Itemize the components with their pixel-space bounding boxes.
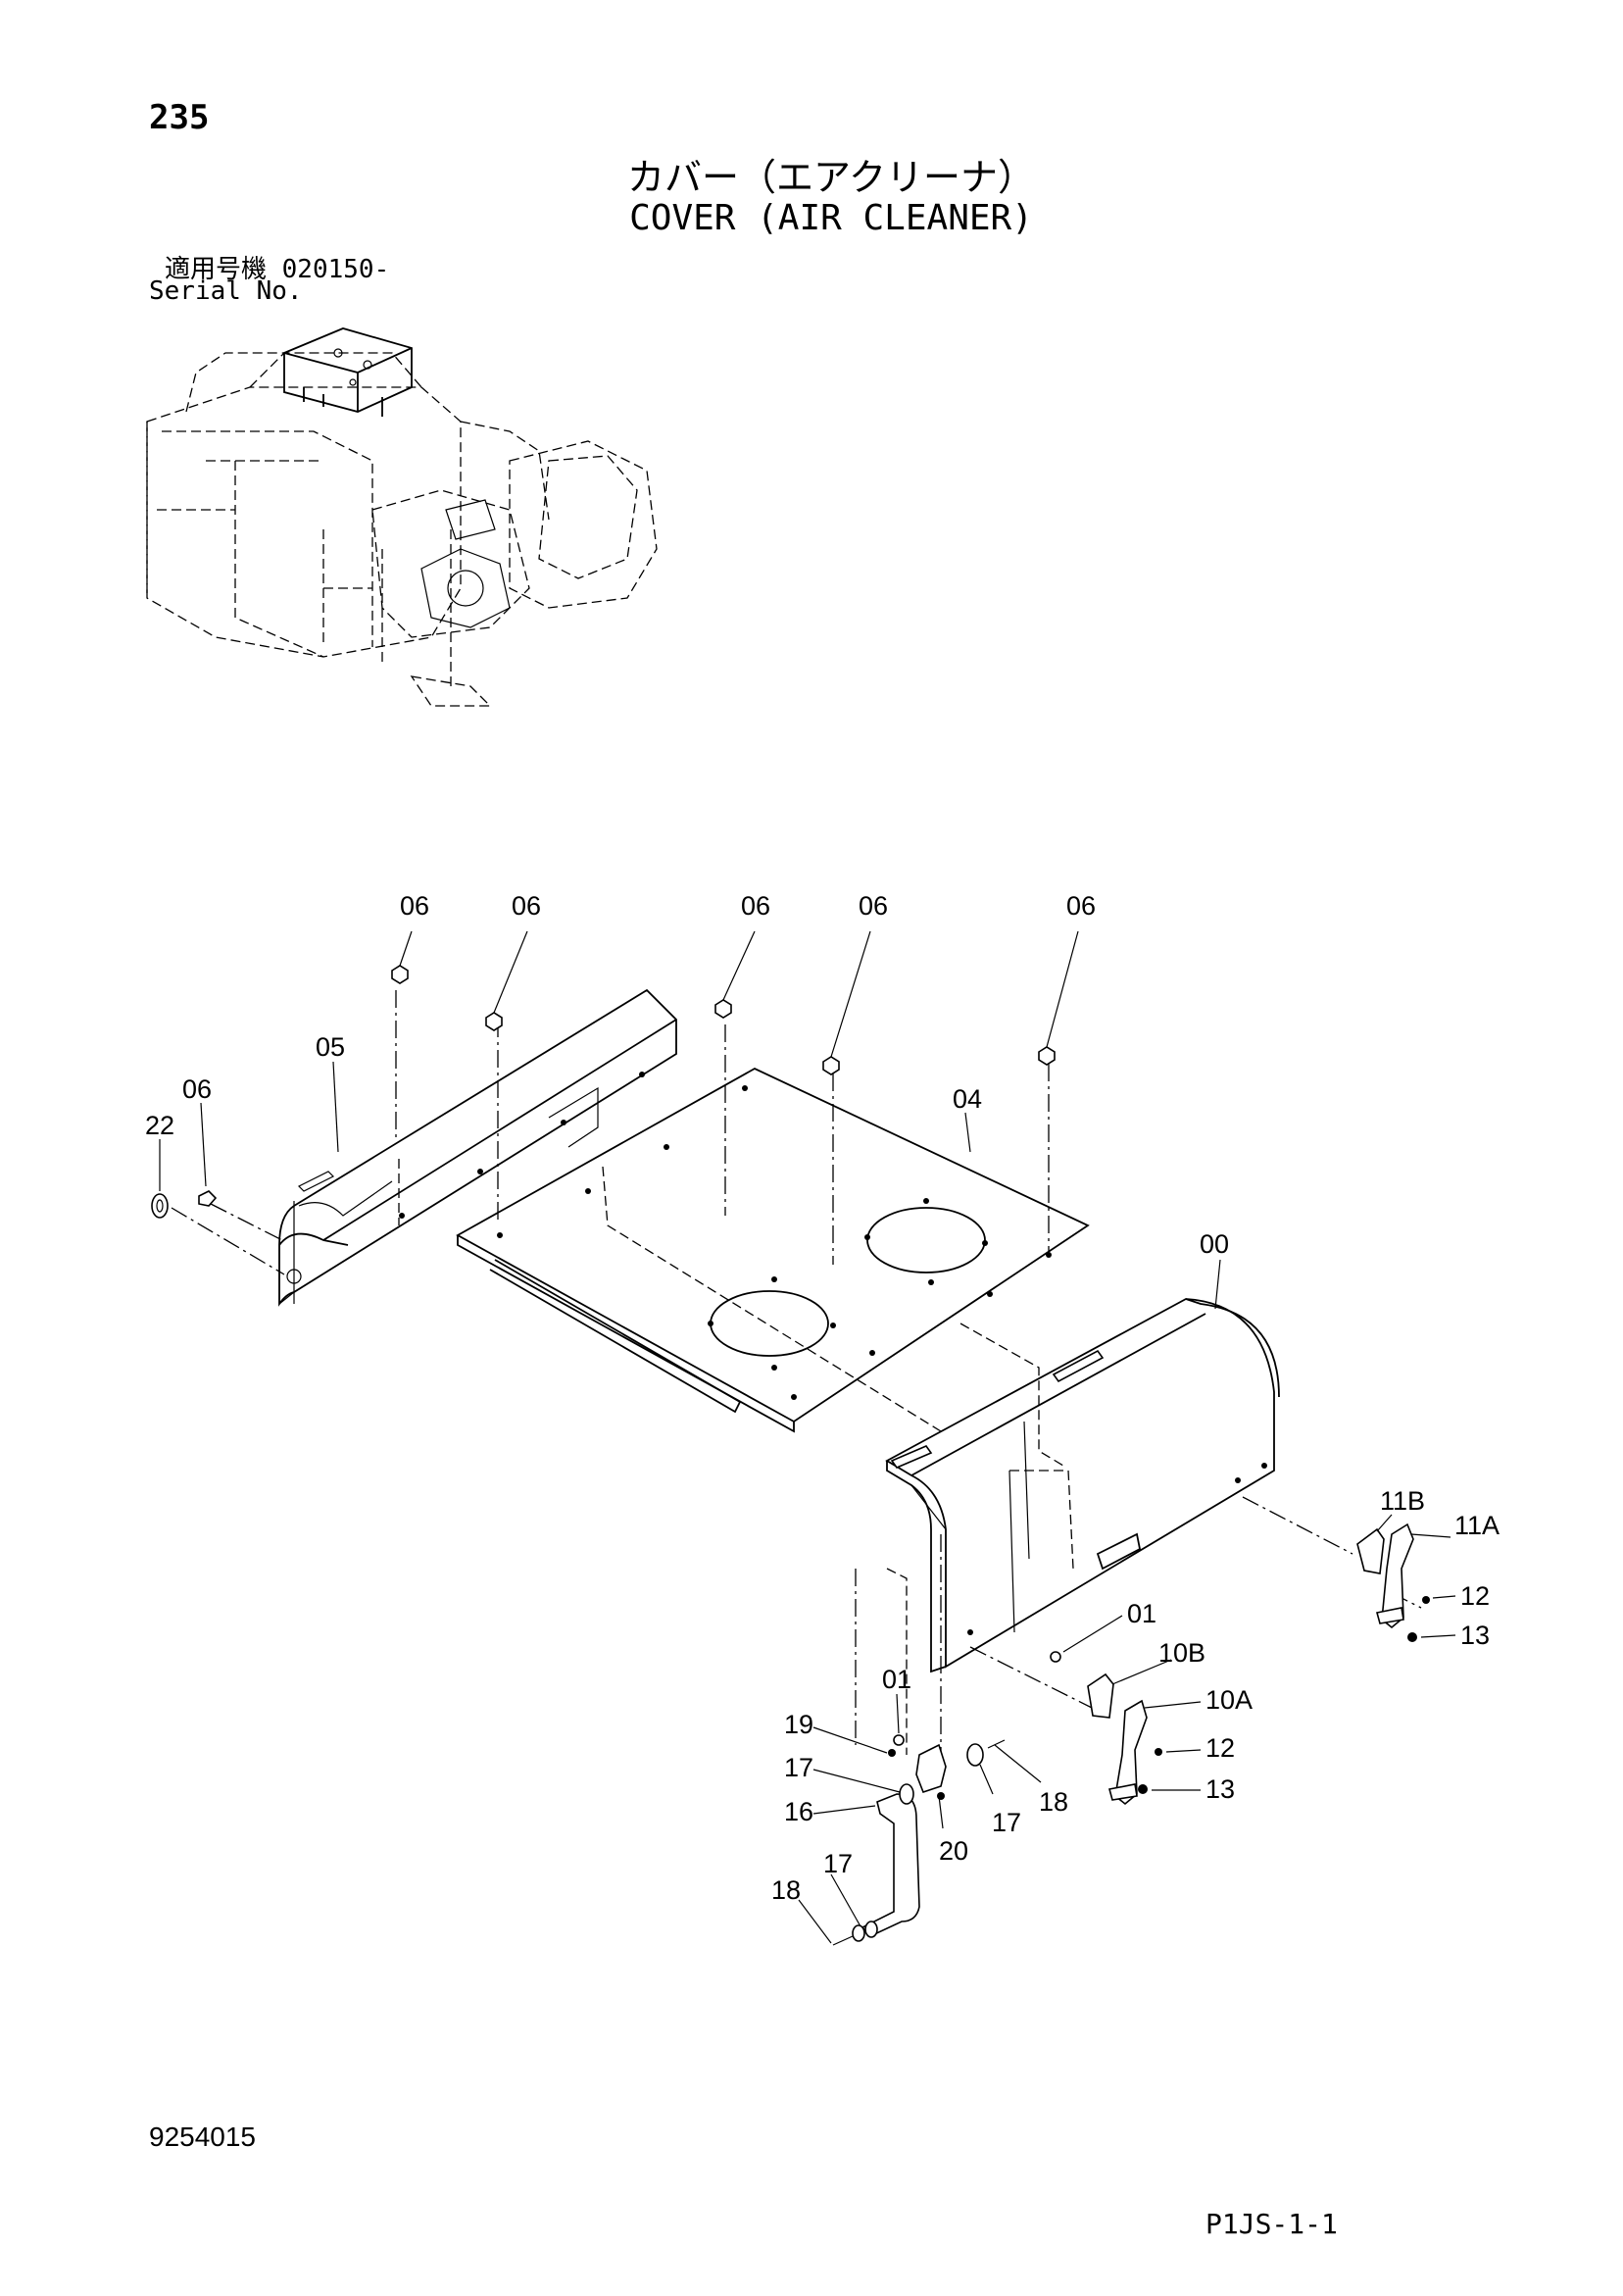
callout-18: 18 xyxy=(771,1875,801,1905)
callout-01: 01 xyxy=(882,1665,911,1694)
page-title-english: COVER (AIR CLEANER) xyxy=(629,198,1033,238)
callout-10b: 10B xyxy=(1158,1638,1205,1668)
page-title-japanese: カバー（エアクリーナ） xyxy=(626,156,1036,199)
serial-number-label: Serial No. xyxy=(149,276,303,306)
callout-20: 20 xyxy=(939,1836,968,1866)
callout-17: 17 xyxy=(823,1849,853,1878)
callout-04: 04 xyxy=(953,1084,982,1114)
callout-06: 06 xyxy=(859,891,888,921)
callout-00: 00 xyxy=(1200,1229,1229,1259)
callout-06: 06 xyxy=(182,1074,212,1104)
callout-10a: 10A xyxy=(1205,1685,1253,1715)
callout-13: 13 xyxy=(1460,1621,1490,1650)
callout-06: 06 xyxy=(512,891,541,921)
callout-19: 19 xyxy=(784,1710,813,1739)
callout-labels: 06 06 06 06 06 05 06 22 04 00 11B 11A 12… xyxy=(145,891,1500,1905)
callout-05: 05 xyxy=(316,1032,345,1062)
callout-11b: 11B xyxy=(1380,1486,1425,1516)
bolt-06-fasteners xyxy=(198,965,1056,1207)
callout-12: 12 xyxy=(1205,1733,1235,1763)
part-04-top-plate xyxy=(456,1067,1090,1433)
machine-location-thumbnail xyxy=(146,327,658,707)
drawing-code: 9254015 xyxy=(149,2121,257,2152)
serial-range-japanese: 適用号機 020150- xyxy=(165,255,390,284)
callout-11a: 11A xyxy=(1454,1511,1500,1540)
callout-17: 17 xyxy=(992,1808,1021,1837)
latch-assembly-10 xyxy=(1087,1672,1162,1806)
callout-06: 06 xyxy=(400,891,429,921)
callout-06: 06 xyxy=(1066,891,1096,921)
callout-12: 12 xyxy=(1460,1581,1490,1611)
callout-22: 22 xyxy=(145,1111,174,1140)
callout-17: 17 xyxy=(784,1753,813,1782)
page-number: 235 xyxy=(149,98,210,137)
page-code: P1JS-1-1 xyxy=(1205,2208,1338,2240)
callout-06: 06 xyxy=(741,891,770,921)
callout-01: 01 xyxy=(1127,1599,1156,1628)
bolt-01-fasteners xyxy=(893,1651,1061,1746)
callout-16: 16 xyxy=(784,1797,813,1826)
callout-18: 18 xyxy=(1039,1787,1068,1817)
part-22-grommet xyxy=(151,1193,169,1219)
latch-assembly-11 xyxy=(1356,1522,1430,1642)
part-05-side-cover xyxy=(278,988,677,1307)
assembly-lines xyxy=(171,990,1422,1779)
leader-lines xyxy=(159,930,1456,1944)
callout-13: 13 xyxy=(1205,1774,1235,1804)
part-00-main-cover xyxy=(885,1298,1280,1673)
highlighted-cover-thumbnail xyxy=(283,327,413,417)
support-rod-assembly xyxy=(832,1739,1006,1946)
